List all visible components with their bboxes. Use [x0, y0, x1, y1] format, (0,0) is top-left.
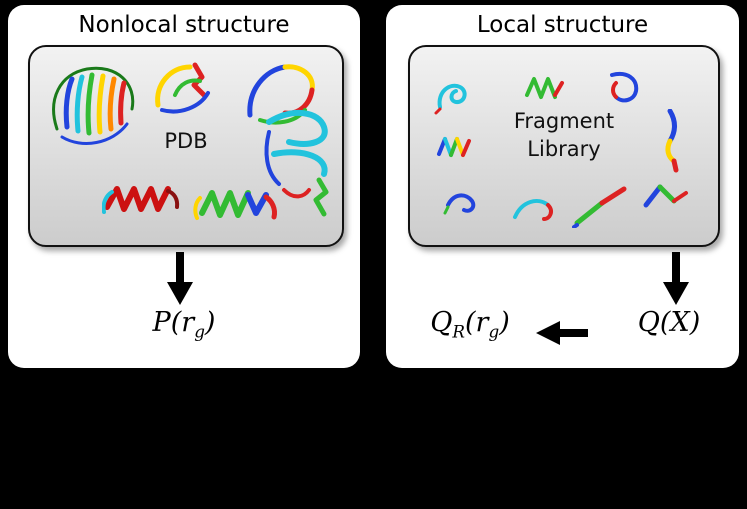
fragment-icon — [434, 83, 467, 115]
fragment-icon — [572, 186, 627, 228]
down-arrow-icon — [663, 252, 689, 305]
formula-qr-rg: QR(rg) — [400, 307, 540, 341]
formula-part: ( — [170, 307, 182, 338]
fragment-icon — [610, 72, 639, 103]
left-arrow-icon — [536, 321, 588, 345]
formula-part: ) — [689, 307, 701, 338]
fragment-icon — [513, 199, 553, 221]
formula-subscript: g — [488, 321, 500, 342]
formula-part: ) — [204, 307, 216, 338]
formula-part: r — [475, 307, 489, 338]
formula-part: P — [152, 307, 171, 338]
panel-title-local: Local structure — [476, 12, 649, 38]
fragment-library-box: Fragment Library — [408, 45, 720, 247]
formula-p-rg: P(rg) — [8, 307, 360, 341]
protein-ribbon-icon — [193, 190, 277, 220]
fragment-icon — [665, 109, 679, 173]
fragment-library-label-line1: Fragment — [513, 109, 615, 133]
fragment-icon — [525, 77, 564, 99]
fragment-library-label: Fragment Library — [410, 107, 718, 164]
formula-q-x: Q(X) — [614, 307, 724, 338]
formula-part: ( — [465, 307, 476, 338]
formula-part: r — [181, 307, 195, 338]
panel-title-nonlocal: Nonlocal structure — [78, 12, 290, 38]
formula-subscript: R — [452, 321, 465, 342]
nonlocal-structure-panel: Nonlocal structure — [8, 5, 360, 368]
formula-subscript: g — [194, 321, 205, 342]
formula-part: Q — [637, 307, 660, 338]
protein-ribbon-icon — [155, 62, 210, 114]
pdb-box: PDB — [28, 45, 344, 247]
fragment-icon — [443, 193, 476, 215]
protein-ribbon-icon — [102, 186, 180, 214]
formula-part: Q — [430, 307, 453, 338]
down-arrow-icon — [167, 252, 193, 305]
fragment-icon — [643, 184, 688, 208]
protein-ribbon-icon — [52, 66, 135, 145]
formula-part: ( — [659, 307, 671, 338]
formula-part: X — [670, 307, 690, 338]
local-structure-panel: Local structure — [386, 5, 739, 368]
pdb-label: PDB — [164, 129, 208, 153]
formula-part: ) — [499, 307, 510, 338]
fragment-library-label-line2: Library — [527, 137, 601, 162]
fragment-icon — [437, 137, 471, 157]
protein-ribbon-icon — [264, 109, 329, 217]
